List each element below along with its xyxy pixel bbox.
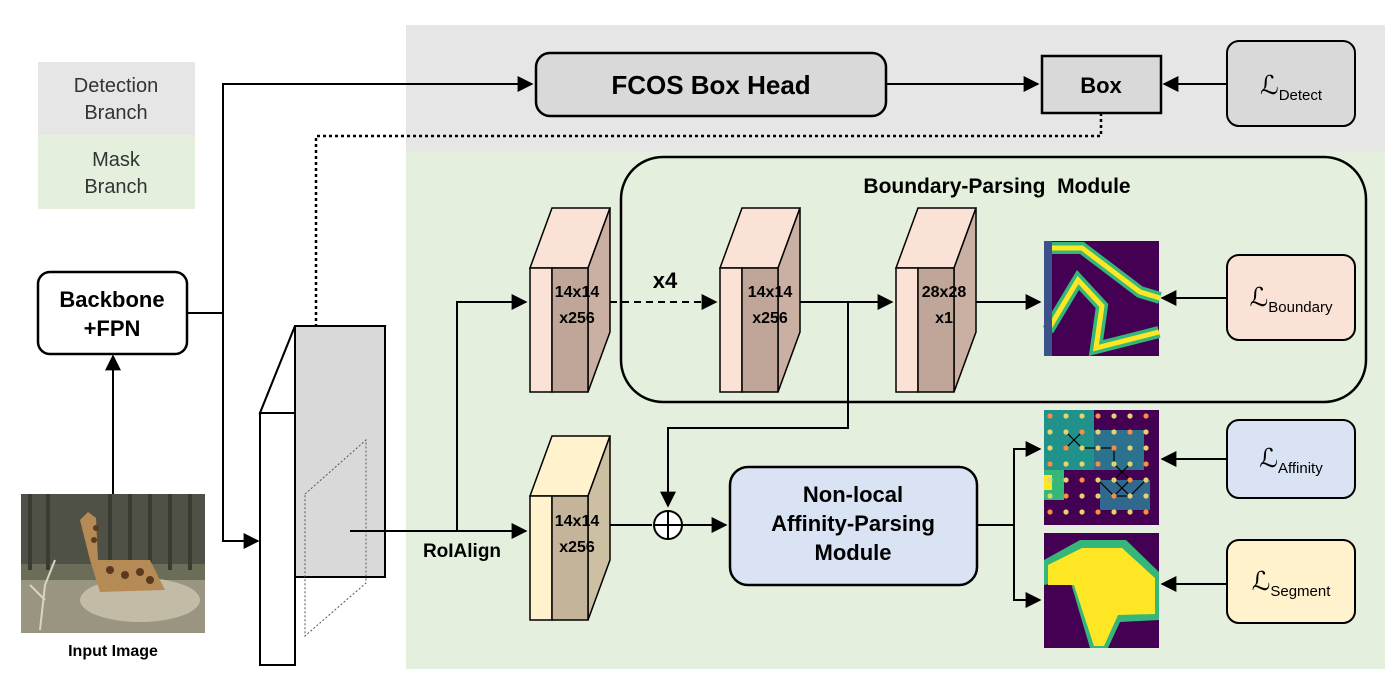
roialign-label: RoIAlign <box>423 541 501 562</box>
backbone-label-line1: Backbone <box>59 287 164 312</box>
cube1-label-line2: x256 <box>559 310 595 327</box>
loss-segment-box <box>1226 539 1356 624</box>
legend-mask-line2: Branch <box>84 176 147 198</box>
backbone-fpn-box <box>36 270 189 356</box>
loss-affinity-label: ℒAffinity <box>1259 444 1323 477</box>
sum-operator <box>653 510 683 540</box>
fcos-box-head-label: FCOS Box Head <box>611 70 810 100</box>
cube4-label-line2: x256 <box>559 539 595 556</box>
legend-mask-line1: Mask <box>92 149 141 171</box>
segment-map <box>1044 533 1159 648</box>
backbone-label-line2: +FPN <box>84 316 141 341</box>
loss-boundary-box <box>1226 254 1356 341</box>
arrow-backbone-to-feature <box>222 313 260 549</box>
arrow-nonlocal-to-affinity <box>977 441 1042 526</box>
loss-detect-box <box>1226 40 1356 127</box>
legend-detection-line2: Branch <box>84 102 147 124</box>
nonlocal-label-line3: Module <box>815 540 892 565</box>
arrow-cube2-to-sum <box>660 302 849 508</box>
input-image <box>21 494 205 633</box>
feature-map-slab <box>258 325 387 666</box>
cube1-label-line1: 14x14 <box>555 284 600 301</box>
arrow-nonlocal-to-segment <box>1013 525 1042 608</box>
nonlocal-label-line2: Affinity-Parsing <box>771 511 935 536</box>
feature-cube-2 <box>718 207 802 393</box>
cube3-label-line2: x1 <box>935 310 953 327</box>
boundary-map <box>1042 241 1162 357</box>
cube2-label-line1: 14x14 <box>748 284 793 301</box>
loss-boundary-label: ℒBoundary <box>1250 283 1333 316</box>
cube3-label-line1: 28x28 <box>922 284 967 301</box>
legend-detection-swatch <box>38 62 195 135</box>
feature-cube-1 <box>528 207 612 393</box>
legend-mask-swatch <box>38 135 195 209</box>
nonlocal-label-line1: Non-local <box>803 482 903 507</box>
input-image-label: Input Image <box>68 643 158 660</box>
repeat-label: x4 <box>653 268 678 293</box>
cube4-label-line1: 14x14 <box>555 513 600 530</box>
feature-cube-3 <box>894 207 978 393</box>
arrow-roi-to-cube1 <box>456 294 528 531</box>
feature-cube-4 <box>528 435 612 621</box>
legend: Detection Branch Mask Branch <box>38 62 195 209</box>
dotted-box-to-roi <box>306 113 1103 488</box>
box-output-label: Box <box>1080 73 1122 98</box>
arrow-backbone-to-fcos <box>187 76 534 314</box>
legend-detection-line1: Detection <box>74 75 159 97</box>
affinity-map <box>1044 410 1159 525</box>
boundary-parsing-module <box>619 155 1368 404</box>
loss-segment-label: ℒSegment <box>1252 567 1332 600</box>
box-output <box>1040 54 1163 115</box>
loss-affinity-box <box>1226 419 1356 499</box>
cube2-label-line2: x256 <box>752 310 788 327</box>
boundary-module-title: Boundary-Parsing Module <box>863 175 1130 198</box>
loss-detect-label: ℒDetect <box>1260 71 1323 104</box>
